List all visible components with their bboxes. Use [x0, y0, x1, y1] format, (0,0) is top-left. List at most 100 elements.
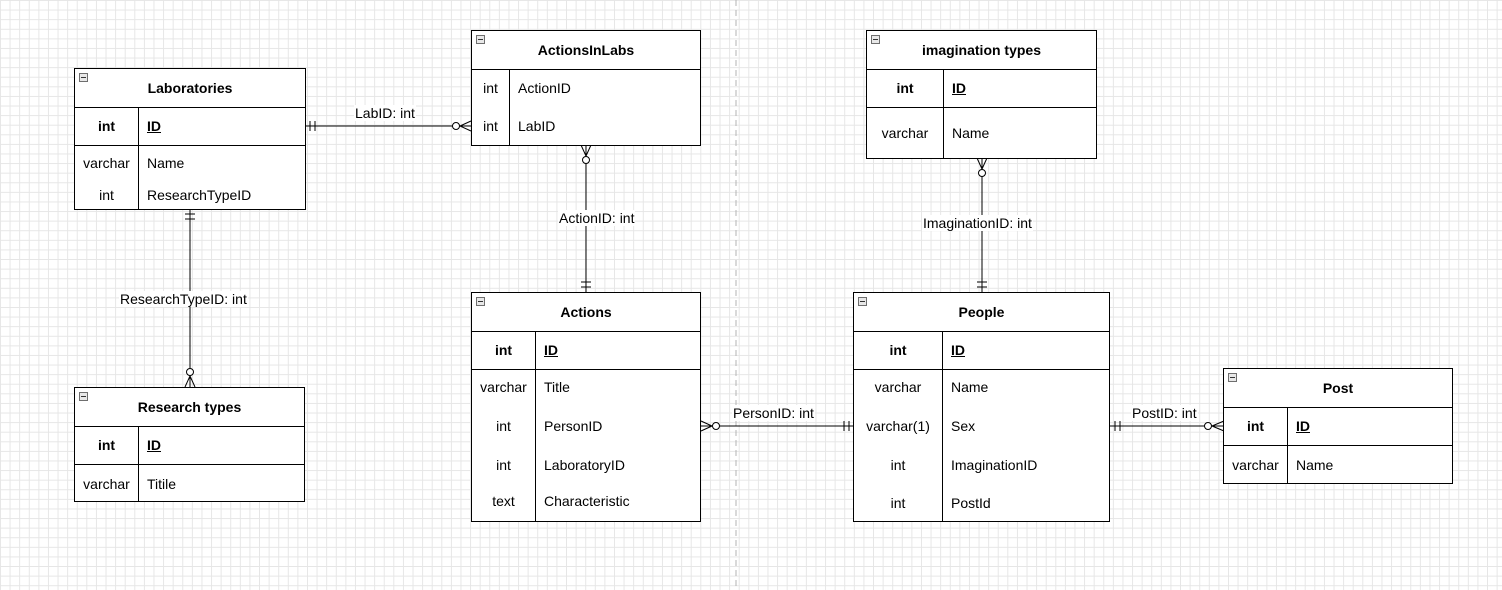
pk-row[interactable]: int ID	[854, 331, 1109, 370]
collapse-icon[interactable]	[476, 35, 485, 44]
field-row[interactable]: varchar Name	[1224, 446, 1452, 483]
entity-actions[interactable]: Actions int ID varchar Title int PersonI…	[471, 292, 701, 522]
entity-header[interactable]: Research types	[75, 388, 304, 427]
column-divider	[1287, 407, 1288, 483]
field-row[interactable]: int PostId	[854, 484, 1109, 522]
pk-row[interactable]: int ID	[75, 426, 304, 465]
field-name: ID	[147, 437, 161, 453]
collapse-icon[interactable]	[871, 35, 880, 44]
field-row[interactable]: int LabID	[472, 107, 700, 145]
entity-research-types[interactable]: Research types int ID varchar Titile	[74, 387, 305, 502]
field-type: varchar	[83, 155, 130, 171]
pk-row[interactable]: int ID	[472, 331, 700, 370]
entity-header[interactable]: Post	[1224, 369, 1452, 408]
field-name: Name	[1296, 456, 1334, 473]
entity-people[interactable]: People int ID varchar Name varchar(1) Se…	[853, 292, 1110, 522]
field-type: varchar	[480, 379, 527, 395]
field-type: int	[889, 342, 907, 358]
field-type: varchar	[874, 379, 922, 395]
entity-header[interactable]: Laboratories	[75, 69, 305, 108]
field-name: ID	[951, 342, 965, 358]
entity-header[interactable]: ActionsInLabs	[472, 31, 700, 70]
field-name: ImaginationID	[951, 457, 1038, 473]
column-divider	[943, 69, 944, 158]
field-row[interactable]: varchar Title	[472, 370, 700, 404]
field-row[interactable]: varchar Name	[75, 146, 305, 180]
field-row[interactable]: varchar Name	[854, 370, 1109, 404]
entity-title: imagination types	[921, 42, 1042, 58]
field-row[interactable]: int ImaginationID	[854, 446, 1109, 484]
field-row[interactable]: int ActionID	[472, 69, 700, 107]
field-name: LaboratoryID	[544, 457, 625, 473]
field-type: int	[97, 118, 116, 134]
column-divider	[138, 107, 139, 209]
field-row[interactable]: text Characteristic	[472, 484, 700, 518]
field-name: ID	[952, 80, 966, 96]
edge-label-researchtypeid: ResearchTypeID: int	[119, 291, 248, 307]
entity-laboratories[interactable]: Laboratories int ID varchar Name int Res…	[74, 68, 306, 210]
field-type: int	[1246, 418, 1265, 434]
collapse-icon[interactable]	[858, 297, 867, 306]
entity-title: People	[958, 304, 1005, 320]
entity-header[interactable]: Actions	[472, 293, 700, 332]
edge-label-actionid: ActionID: int	[558, 210, 636, 226]
field-row[interactable]: varchar Titile	[75, 465, 304, 502]
entity-title: Post	[1322, 380, 1354, 396]
field-type: int	[494, 342, 513, 358]
entity-title: Research types	[137, 399, 242, 415]
field-name: LabID	[518, 118, 556, 134]
collapse-icon[interactable]	[1228, 373, 1237, 382]
entity-title: Actions	[560, 304, 612, 320]
field-name: PostId	[951, 495, 991, 511]
edge-postid[interactable]	[1110, 420, 1225, 432]
field-name: Name	[147, 155, 185, 171]
field-type: int	[483, 80, 498, 96]
edge-label-postid: PostID: int	[1131, 405, 1198, 421]
field-name: Name	[952, 125, 990, 141]
field-name: Characteristic	[544, 493, 630, 509]
entity-header[interactable]: imagination types	[867, 31, 1096, 70]
collapse-icon[interactable]	[79, 392, 88, 401]
field-name: ActionID	[518, 80, 571, 96]
collapse-icon[interactable]	[79, 73, 88, 82]
pk-row[interactable]: int ID	[1224, 407, 1452, 446]
column-divider	[509, 69, 510, 145]
field-row[interactable]: varchar Name	[867, 108, 1096, 158]
field-type: int	[99, 187, 114, 203]
entity-title: Laboratories	[147, 80, 233, 96]
field-type: int	[496, 418, 511, 434]
entity-post[interactable]: Post int ID varchar Name	[1223, 368, 1453, 484]
field-name: Titile	[147, 475, 177, 492]
field-row[interactable]: int LaboratoryID	[472, 446, 700, 484]
edge-personid[interactable]	[700, 420, 854, 432]
field-row[interactable]: int PersonID	[472, 406, 700, 446]
field-name: ResearchTypeID	[147, 187, 252, 203]
column-divider	[535, 331, 536, 521]
edge-label-labid: LabID: int	[354, 105, 416, 121]
entity-actions-in-labs[interactable]: ActionsInLabs int ActionID int LabID	[471, 30, 701, 146]
field-type: int	[496, 457, 511, 473]
field-type: int	[97, 437, 116, 453]
field-name: Title	[544, 379, 570, 395]
field-name: ID	[147, 118, 161, 134]
field-row[interactable]: varchar(1) Sex	[854, 406, 1109, 446]
pk-row[interactable]: int ID	[75, 107, 305, 146]
field-name: Sex	[951, 418, 976, 434]
field-row[interactable]: int ResearchTypeID	[75, 180, 305, 210]
edge-labid[interactable]	[305, 120, 472, 132]
column-divider	[942, 331, 943, 521]
entity-imagination-types[interactable]: imagination types int ID varchar Name	[866, 30, 1097, 159]
field-type: int	[890, 457, 906, 473]
column-divider	[138, 426, 139, 501]
field-type: varchar(1)	[866, 418, 930, 434]
entity-header[interactable]: People	[854, 293, 1109, 332]
collapse-icon[interactable]	[476, 297, 485, 306]
field-type: int	[896, 80, 914, 96]
field-type: text	[492, 493, 515, 509]
field-type: varchar	[881, 125, 929, 141]
pk-row[interactable]: int ID	[867, 69, 1096, 108]
edge-label-personid: PersonID: int	[732, 405, 815, 421]
field-name: Name	[951, 379, 989, 395]
field-name: PersonID	[544, 418, 603, 434]
field-type: int	[483, 118, 498, 134]
